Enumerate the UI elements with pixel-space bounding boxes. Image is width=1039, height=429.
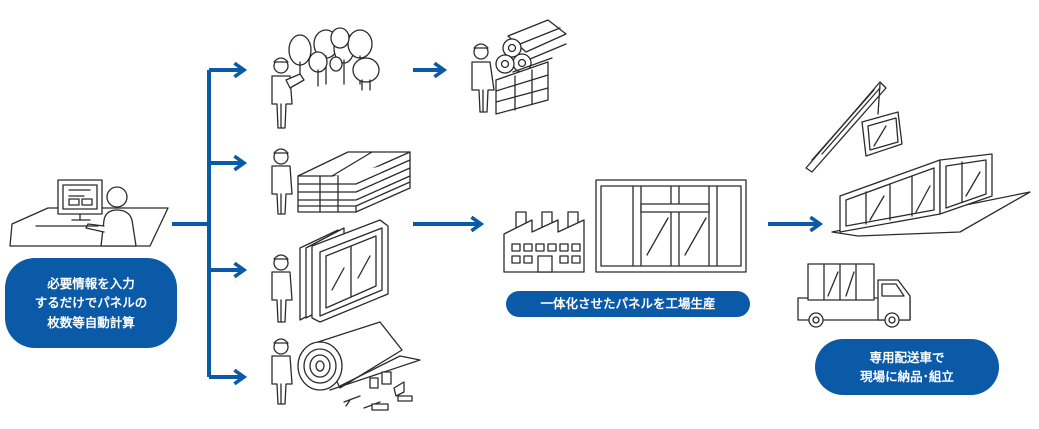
flow-connectors [172,70,820,377]
branch-trunk-line [172,70,211,377]
insulation-roll-worker-icon [271,321,421,411]
auto-calc-label-pill: 必要情報を入力 するだけでパネルの 枚数等自動計算 [5,258,177,348]
crane-install-icon [805,81,1031,237]
delivery-label-pill: 専用配送車で 現場に納品･組立 [815,339,999,395]
factory-icon [503,211,585,273]
window-frame-worker-icon [271,219,389,323]
delivery-label-line-2: 現場に納品･組立 [860,369,954,384]
lumber-worker-icon [471,19,567,115]
delivery-label-line-1: 専用配送車で [869,349,945,365]
calc-label-line-1: 必要情報を入力 [47,275,135,291]
person-at-computer-icon [9,179,169,247]
factory-label: 一体化させたパネルを工場生産 [540,296,716,312]
board-stack-worker-icon [271,148,411,215]
forest-surveyor-icon [271,27,380,129]
calc-label-line-3: 枚数等自動計算 [47,314,135,330]
factory-production-label-pill: 一体化させたパネルを工場生産 [506,291,750,317]
delivery-truck-icon [797,263,911,328]
calc-label-line-2: するだけでパネルの [34,295,148,311]
wall-panel-icon [595,179,747,273]
